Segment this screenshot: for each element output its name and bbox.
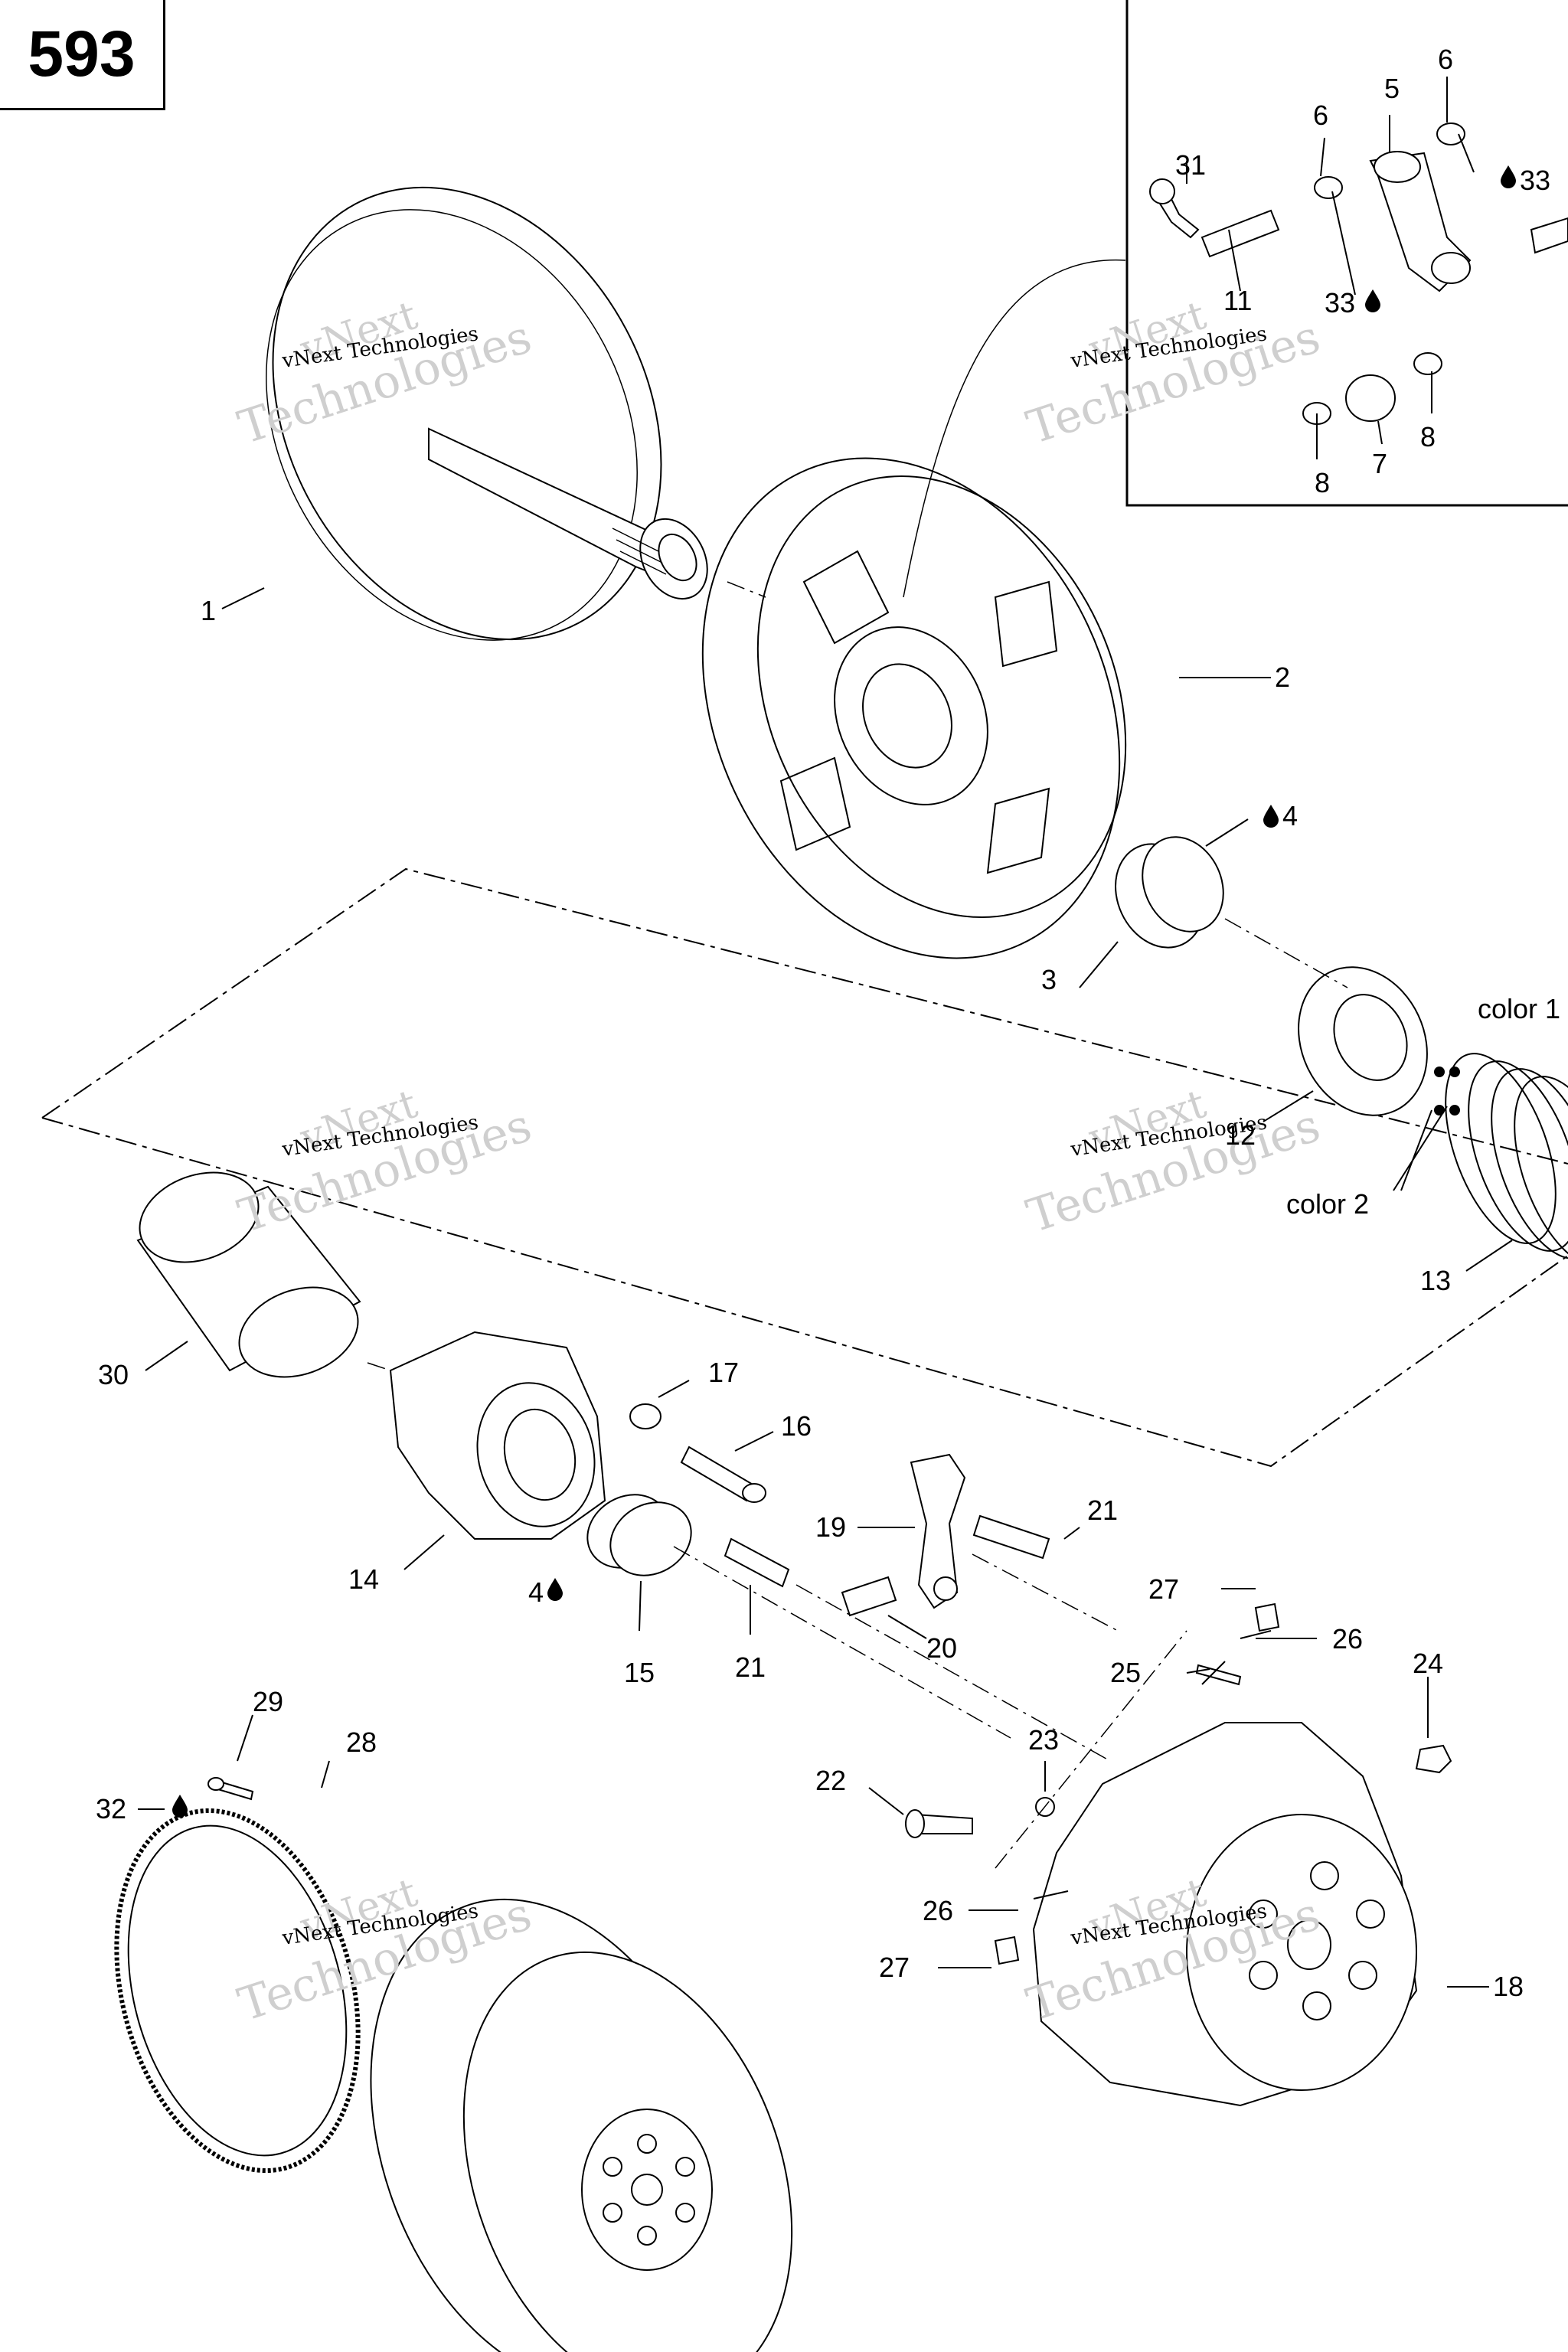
inset-parts xyxy=(1149,122,1568,425)
callout-21-bottom: 21 xyxy=(735,1651,766,1683)
parts-19-20-21 xyxy=(724,1453,1050,1617)
callout-32: 32 xyxy=(96,1793,126,1824)
page-number: 593 xyxy=(28,18,136,90)
label-color-1: color 1 xyxy=(1478,993,1560,1024)
axis-lines xyxy=(367,581,1348,1869)
watermark-top-right: vNext vNext Technologies Technologies xyxy=(1021,292,1326,455)
drop-icon xyxy=(1263,805,1279,828)
page-number-box: 593 xyxy=(0,0,165,110)
leader-lines xyxy=(138,77,1513,1988)
drop-icon xyxy=(1365,289,1380,312)
callout-25: 25 xyxy=(1110,1657,1141,1688)
callout-26-left: 26 xyxy=(923,1895,953,1926)
label-color-2: color 2 xyxy=(1286,1188,1369,1220)
part-12-spring-seat xyxy=(1298,966,1428,1116)
callout-11: 11 xyxy=(1223,285,1252,316)
callout-26-right: 26 xyxy=(1332,1623,1363,1655)
watermark-middle-left: vNext vNext Technologies Technologies xyxy=(232,1081,537,1243)
inset-frame xyxy=(1125,0,1568,507)
assembly-boundary xyxy=(41,867,1568,1468)
callout-20: 20 xyxy=(926,1632,957,1664)
callout-33-right: 33 xyxy=(1520,165,1550,196)
part-1-fixed-sheave xyxy=(266,186,708,641)
callout-6-right: 6 xyxy=(1438,44,1453,75)
callout-1: 1 xyxy=(201,595,216,626)
callout-7: 7 xyxy=(1372,448,1387,479)
callout-15: 15 xyxy=(624,1657,655,1688)
callout-27-left: 27 xyxy=(879,1952,910,1983)
callout-31: 31 xyxy=(1175,149,1206,181)
callout-23: 23 xyxy=(1028,1724,1059,1756)
callout-29: 29 xyxy=(253,1686,283,1717)
drop-icon xyxy=(172,1795,188,1818)
callout-18: 18 xyxy=(1493,1971,1524,2002)
parts-28-29-ring-gear xyxy=(114,1777,361,2174)
callout-27-right: 27 xyxy=(1148,1573,1179,1605)
callout-19: 19 xyxy=(815,1511,846,1543)
part-13-spring xyxy=(1434,1053,1568,1267)
callout-4-top: 4 xyxy=(1282,800,1298,831)
drop-icon xyxy=(547,1578,563,1601)
part-14-housing xyxy=(389,1331,606,1540)
watermark-middle-right: vNext vNext Technologies Technologies xyxy=(1021,1081,1326,1243)
callout-12: 12 xyxy=(1225,1119,1256,1151)
part-2-movable-sheave xyxy=(701,259,1127,959)
part-18-governor xyxy=(1032,1722,1418,2107)
bottom-pulley-assembly xyxy=(370,1898,793,2352)
callout-4-bottom: 4 xyxy=(528,1576,544,1608)
callout-labels: 1 2 3 4 4 5 6 6 7 8 8 11 12 13 14 15 16 … xyxy=(96,44,1560,2002)
parts-15-16-17 xyxy=(586,1403,766,1576)
callout-13: 13 xyxy=(1420,1265,1451,1296)
callout-8-left: 8 xyxy=(1315,467,1330,498)
part-3-bushing xyxy=(1115,836,1224,949)
callout-22: 22 xyxy=(815,1765,846,1796)
callout-28: 28 xyxy=(346,1726,377,1758)
parts-22-27-hardware xyxy=(905,1602,1452,1965)
callout-5: 5 xyxy=(1384,73,1400,104)
callout-16: 16 xyxy=(781,1410,812,1442)
callout-8-right: 8 xyxy=(1420,421,1436,452)
callout-3: 3 xyxy=(1041,964,1057,995)
callout-21-right: 21 xyxy=(1087,1494,1118,1526)
callout-6-left: 6 xyxy=(1313,100,1328,131)
callout-24: 24 xyxy=(1413,1648,1443,1679)
callout-2: 2 xyxy=(1275,662,1290,693)
drop-icon xyxy=(1501,165,1516,188)
callout-17: 17 xyxy=(708,1357,739,1388)
part-30-cylinder xyxy=(136,1171,361,1378)
callout-33-left: 33 xyxy=(1325,287,1355,318)
callout-14: 14 xyxy=(348,1563,379,1595)
callout-30: 30 xyxy=(98,1359,129,1390)
